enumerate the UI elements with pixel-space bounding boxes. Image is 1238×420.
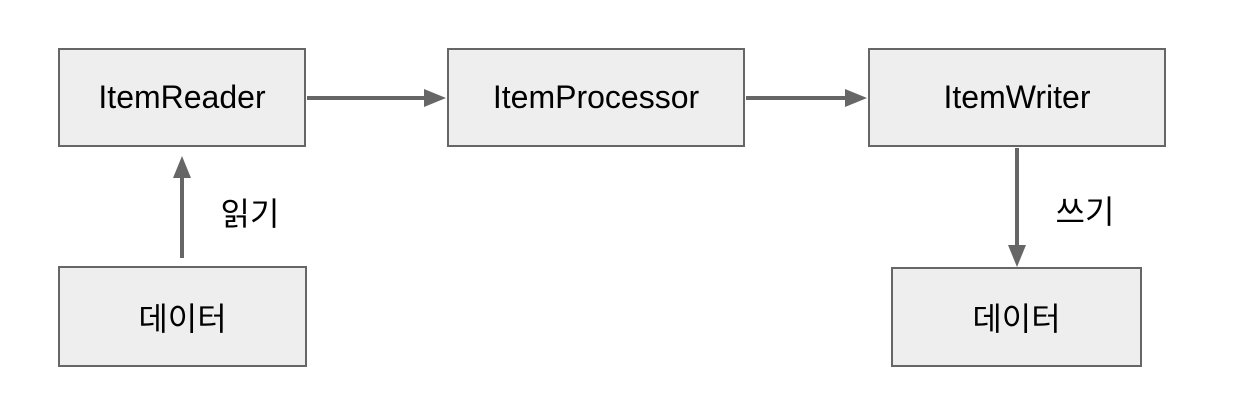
node-item-processor: ItemProcessor [447, 48, 745, 147]
node-item-reader: ItemReader [58, 48, 306, 147]
node-data-target-label: 데이터 [972, 301, 1061, 337]
edge-label-write: 쓰기 [1055, 194, 1115, 230]
node-data-source-label: 데이터 [138, 300, 227, 337]
arrow-reader-to-processor-icon [307, 89, 446, 107]
arrow-processor-to-writer-icon [746, 89, 867, 107]
node-item-writer: ItemWriter [868, 48, 1166, 147]
arrow-data-to-reader-icon [173, 156, 191, 258]
node-item-processor-label: ItemProcessor [492, 79, 700, 115]
node-data-target: 데이터 [891, 267, 1142, 367]
node-data-source: 데이터 [58, 266, 307, 367]
node-item-writer-label: ItemWriter [943, 79, 1091, 115]
edge-label-read: 읽기 [220, 196, 280, 232]
node-item-reader-label: ItemReader [98, 79, 266, 115]
arrow-writer-to-data-icon [1008, 148, 1026, 267]
